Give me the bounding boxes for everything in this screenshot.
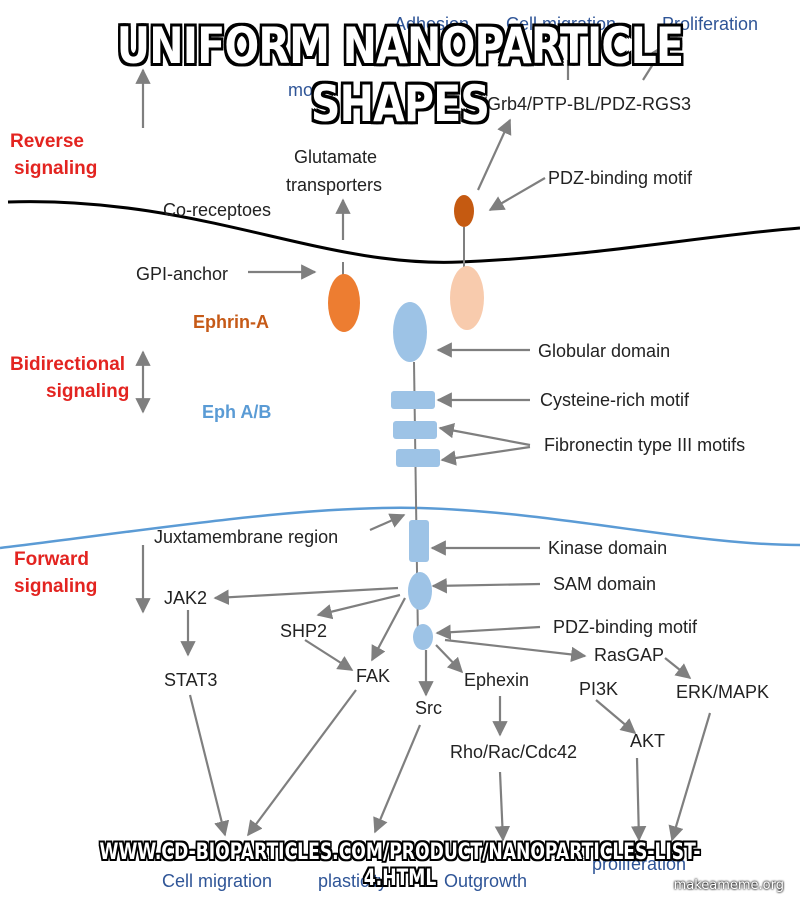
upper-membrane <box>7 200 800 264</box>
reverse-label-2: signaling <box>14 158 97 179</box>
proliferation-bottom-label: proliferation <box>592 854 686 874</box>
pdz-binding-top-label: PDZ-binding motif <box>548 168 693 188</box>
glutamate-label-1: Glutamate <box>294 147 377 167</box>
kinase-label: Kinase domain <box>548 538 667 558</box>
rho-label: Rho/Rac/Cdc42 <box>450 742 577 762</box>
ephrin-a-label: Ephrin-A <box>193 312 269 332</box>
cysteine-label: Cysteine-rich motif <box>540 390 690 410</box>
outgrowth-label: Outgrowth <box>444 871 527 891</box>
shp2-label: SHP2 <box>280 621 327 641</box>
grb4-label: /Grb4/PTP-BL/PDZ-RGS3 <box>482 94 691 114</box>
fibronectin-label: Fibronectin type III motifs <box>544 435 745 455</box>
fibronectin-motif-1 <box>393 421 437 439</box>
pdz-binding-domain <box>413 624 433 650</box>
watermark: makeameme.org <box>673 878 784 893</box>
fak-label: FAK <box>356 666 390 686</box>
cell-migration-top-label: Cell migration <box>506 14 616 34</box>
jak2-label: JAK2 <box>164 588 207 608</box>
pi3k-label: PI3K <box>579 679 618 699</box>
ephrin-b-ligand <box>450 266 484 330</box>
meme-caption-bottom: WWW.CD-BIOPARTICLES.COM/PRODUCT/NANOPART… <box>99 840 701 891</box>
ephrin-b-cytoplasmic <box>454 195 474 227</box>
juxtamembrane-label: Juxtamembrane region <box>154 527 338 547</box>
partial-mo-label: mo <box>288 80 313 100</box>
cell-migration-label: Cell migration <box>162 871 272 891</box>
glutamate-label-2: transporters <box>286 175 382 195</box>
gpi-anchor-label: GPI-anchor <box>136 264 228 284</box>
meme-caption-top-1: UNIFORM NANOPARTICLE <box>116 17 684 75</box>
ephrin-a-ligand <box>328 274 360 332</box>
eph-ab-label: Eph A/B <box>202 402 271 422</box>
co-receptors-label: Co-receptoes <box>163 200 271 220</box>
adhesion-label: Adhesion <box>394 14 469 34</box>
cysteine-rich-motif <box>391 391 435 409</box>
globular-label: Globular domain <box>538 341 670 361</box>
sam-domain <box>408 572 432 610</box>
bidirectional-label-2: signaling <box>46 381 129 402</box>
fibronectin-motif-2 <box>396 449 440 467</box>
stat3-label: STAT3 <box>164 670 217 690</box>
plasticity-label: plasticity <box>318 871 387 891</box>
reverse-label-1: Reverse <box>10 131 84 152</box>
rasgap-label: RasGAP <box>594 645 664 665</box>
ephexin-label: Ephexin <box>464 670 529 690</box>
src-label: Src <box>415 698 442 718</box>
lower-membrane <box>0 506 800 550</box>
forward-label-2: signaling <box>14 576 97 597</box>
forward-label-1: Forward <box>14 549 89 570</box>
bidirectional-label-1: Bidirectional <box>10 354 125 375</box>
akt-label: AKT <box>630 731 665 751</box>
globular-domain <box>393 302 427 362</box>
pdz-binding-label: PDZ-binding motif <box>553 617 698 637</box>
sam-label: SAM domain <box>553 574 656 594</box>
proliferation-top-label: Proliferation <box>662 14 758 34</box>
erk-label: ERK/MAPK <box>676 682 769 702</box>
kinase-domain <box>409 520 429 562</box>
arrows <box>135 43 712 842</box>
meme-caption-top-2: SHAPES <box>310 75 490 133</box>
